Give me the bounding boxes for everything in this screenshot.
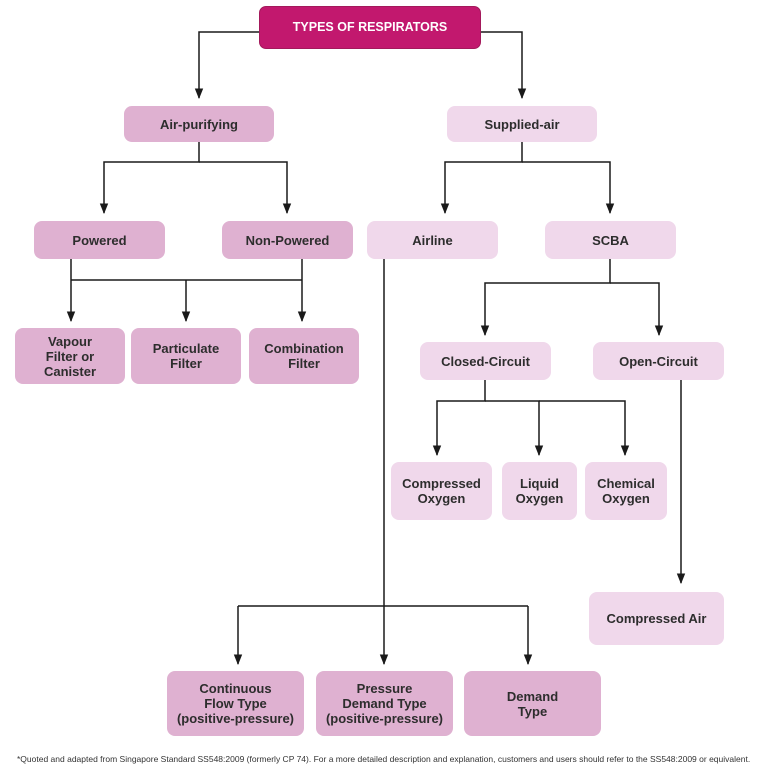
connector-root-air-purifying: [194, 31, 259, 100]
node-scba: SCBA: [545, 221, 676, 259]
node-non-powered: Non-Powered: [222, 221, 353, 259]
connector-scba-open: [610, 282, 664, 337]
node-compressed-oxygen: Compressed Oxygen: [391, 462, 492, 520]
node-pressure-demand: Pressure Demand Type (positive-pressure): [316, 671, 453, 736]
node-chemical-oxygen: Chemical Oxygen: [585, 462, 667, 520]
node-label: Supplied-air: [484, 116, 560, 132]
connector-scba-split: [480, 259, 611, 337]
node-label: Airline: [412, 232, 453, 248]
node-demand-type: Demand Type: [464, 671, 601, 736]
node-label: SCBA: [592, 232, 629, 248]
node-supplied-air: Supplied-air: [447, 106, 597, 142]
connector-closed-circuit-split: [432, 379, 486, 457]
node-airline: Airline: [367, 221, 498, 259]
node-label: Combination Filter: [264, 341, 344, 371]
node-air-purifying: Air-purifying: [124, 106, 274, 142]
node-compressed-air: Compressed Air: [589, 592, 724, 645]
node-open-circuit: Open-Circuit: [593, 342, 724, 380]
node-label: Open-Circuit: [619, 353, 698, 369]
node-combination-filter: Combination Filter: [249, 328, 359, 384]
node-label: Vapour Filter or Canister: [43, 333, 97, 379]
node-label: Chemical Oxygen: [597, 476, 655, 506]
node-particulate-filter: Particulate Filter: [131, 328, 241, 384]
connector-closed-liquid: [485, 400, 544, 457]
node-label: Demand Type: [506, 688, 559, 719]
node-label: Compressed Air: [606, 611, 707, 626]
node-label: Air-purifying: [160, 116, 238, 132]
connector-air-purifying-split: [99, 141, 200, 215]
node-label: TYPES OF RESPIRATORS: [292, 20, 448, 34]
node-label: Continuous Flow Type (positive-pressure): [176, 681, 295, 726]
node-continuous-flow: Continuous Flow Type (positive-pressure): [167, 671, 304, 736]
node-label: Pressure Demand Type (positive-pressure): [325, 681, 444, 726]
node-vapour-filter: Vapour Filter or Canister: [15, 328, 125, 384]
node-label: Liquid Oxygen: [515, 476, 564, 506]
node-label: Closed-Circuit: [441, 353, 530, 369]
node-label: Compressed Oxygen: [402, 476, 481, 506]
connector-root-supplied-air: [481, 31, 527, 100]
node-powered: Powered: [34, 221, 165, 259]
node-liquid-oxygen: Liquid Oxygen: [502, 462, 577, 520]
footnote: *Quoted and adapted from Singapore Stand…: [17, 754, 751, 764]
node-types-of-respirators: TYPES OF RESPIRATORS: [259, 6, 481, 49]
connector-supplied-air-split: [440, 141, 523, 215]
node-label: Powered: [72, 232, 127, 248]
connector-supplied-air-scba: [522, 161, 615, 215]
connector-closed-chemical: [539, 400, 630, 457]
node-closed-circuit: Closed-Circuit: [420, 342, 551, 380]
node-label: Non-Powered: [245, 232, 330, 248]
connector-air-purifying-non-powered: [199, 161, 292, 215]
node-label: Particulate Filter: [152, 341, 220, 371]
